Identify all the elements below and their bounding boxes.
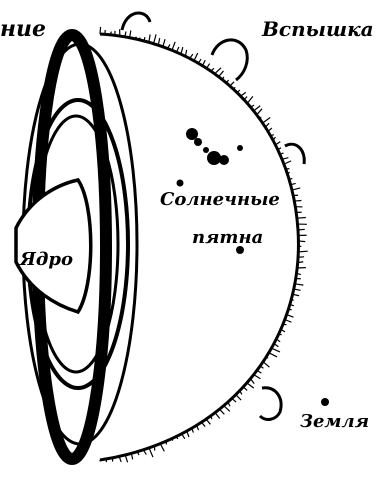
earth-dot: [321, 398, 329, 406]
sunspot: [237, 145, 243, 151]
sunspots-label-line2: пятна: [192, 227, 263, 248]
flare-loop-right: [285, 144, 304, 164]
sunspot: [194, 138, 202, 146]
sunspot: [177, 180, 184, 187]
core-shape: [16, 180, 91, 312]
sunspots-label-line1: Солнечные: [160, 189, 280, 210]
partial-label-top-left: ние: [0, 16, 46, 42]
sunspot: [203, 147, 209, 153]
sunspot: [219, 155, 229, 165]
flare-loop-lower-right: [260, 388, 281, 420]
sunspot: [207, 151, 221, 165]
flare-label: Вспышка: [261, 17, 374, 41]
flare-loop-top: [122, 13, 150, 30]
sunspot: [186, 128, 198, 140]
earth-label: Земля: [300, 411, 369, 432]
core-label: Ядро: [19, 249, 73, 270]
